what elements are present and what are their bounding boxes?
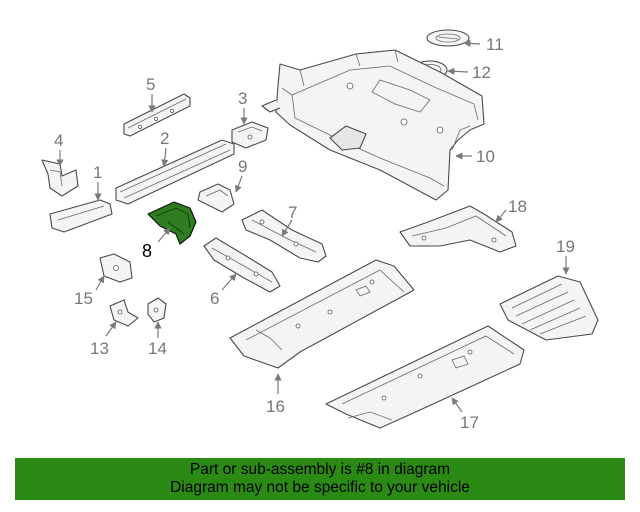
callout-11: 11 xyxy=(486,35,504,54)
callout-8: 8 xyxy=(142,241,152,261)
banner-line-2: Diagram may not be specific to your vehi… xyxy=(170,479,470,496)
callout-10: 10 xyxy=(476,147,495,166)
part-2-sill xyxy=(115,139,235,205)
part-16-floor-panel xyxy=(229,259,415,369)
callout-3: 3 xyxy=(238,89,247,108)
part-5-rail xyxy=(123,93,191,137)
callout-14: 14 xyxy=(148,339,167,358)
callout-2: 2 xyxy=(160,129,169,148)
part-18-bracket xyxy=(399,205,517,253)
part-11-seal xyxy=(426,29,470,47)
part-19-tray xyxy=(499,275,599,341)
callout-12: 12 xyxy=(472,63,491,82)
part-10-rear-floor-pan xyxy=(261,49,485,201)
callout-16: 16 xyxy=(266,397,285,416)
part-6-crossmember xyxy=(203,237,281,293)
part-15-bracket xyxy=(99,253,133,283)
part-4-bracket xyxy=(41,159,79,197)
part-3-bracket xyxy=(231,121,269,149)
callout-6: 6 xyxy=(210,289,219,308)
callout-18: 18 xyxy=(508,197,527,216)
part-13-clip xyxy=(109,299,139,327)
callout-15: 15 xyxy=(74,289,93,308)
part-9-reinforcement xyxy=(197,183,235,213)
part-14-clip xyxy=(147,297,167,323)
callout-17: 17 xyxy=(460,413,479,432)
part-8-highlighted xyxy=(147,201,197,245)
callout-1: 1 xyxy=(93,163,102,182)
callout-7: 7 xyxy=(288,203,297,222)
info-banner: Part or sub-assembly is #8 in diagram Di… xyxy=(15,458,625,500)
callout-19: 19 xyxy=(556,237,575,256)
part-7-crossmember xyxy=(241,209,327,263)
leader-lines xyxy=(56,39,570,413)
part-1-rocker xyxy=(49,199,113,233)
callout-13: 13 xyxy=(90,339,109,358)
callout-5: 5 xyxy=(146,75,155,94)
callout-4: 4 xyxy=(54,131,63,150)
callout-9: 9 xyxy=(238,157,247,176)
banner-line-1: Part or sub-assembly is #8 in diagram xyxy=(189,461,451,478)
part-17-floor-panel xyxy=(325,325,525,429)
